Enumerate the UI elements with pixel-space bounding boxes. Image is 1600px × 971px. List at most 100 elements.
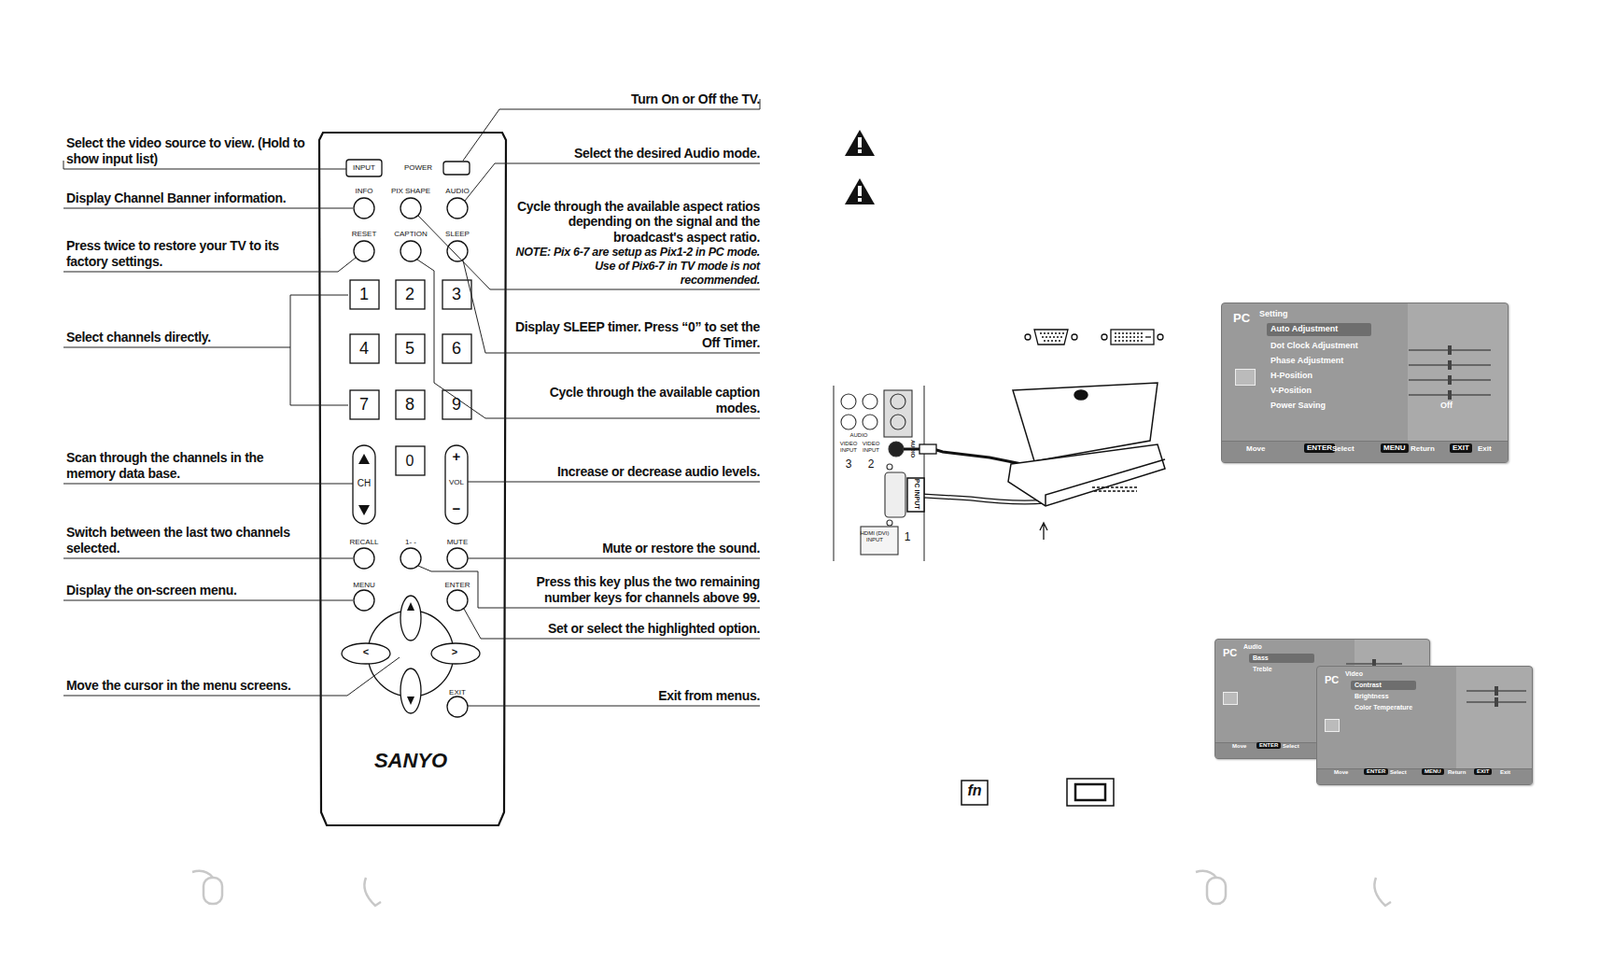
callout-text: Increase or decrease audio levels. [512,463,760,480]
menu-key: ENTER [1304,443,1335,453]
button-label: MUTE [440,537,475,548]
callout-text: Display the on-screen menu. [66,582,311,599]
callout-text: Exit from menus. [512,687,760,704]
callout-text: Press this key plus the two remaining nu… [509,574,760,606]
button-label: VOL [446,477,467,488]
port-label: 2 [864,457,878,471]
menu-text: Treble [1252,665,1273,674]
button-label: SLEEP [440,229,475,239]
menu-text: Off [1440,400,1453,411]
fn-key [961,780,988,805]
button-label: POWER [399,163,437,173]
menu-text: Select [1282,743,1300,750]
menu-slider [1466,689,1527,692]
menu-text: Power Saving [1270,400,1326,411]
slider-knob [1447,375,1452,385]
slider-knob [1494,697,1499,707]
menu-side-panel [1456,666,1532,770]
menu-text: Audio [1243,643,1263,651]
button-label: INFO [350,186,379,197]
tv-panel [833,385,925,562]
menu-slider [1408,349,1491,351]
menu-text: Auto Adjustment [1270,323,1338,335]
menu-slider [1408,364,1491,366]
callout-text: Mute or restore the sound. [512,540,760,557]
port-label: VIDEO INPUT [837,440,860,454]
menu-text: Select [1332,444,1355,454]
port-label: 1 [901,530,913,544]
menu-text: PC [1222,646,1237,660]
callout-text: Display SLEEP timer. Press “0” to set th… [512,319,760,351]
port-label: AUDIO [843,432,874,439]
button-label: MENU [347,580,381,590]
menu-text: Contrast [1354,681,1382,689]
callout-text: Switch between the last two channels sel… [66,524,311,557]
menu-text: PC [1324,673,1339,687]
menu-text: Video [1345,670,1363,678]
slider-knob [1447,345,1452,355]
button-label: − [446,500,467,518]
button-label: 0 [398,451,422,470]
callout-text: Select the desired Audio mode. [512,145,760,162]
callout-text: Turn On or Off the TV. [512,91,760,108]
power-button [443,161,470,175]
button-label: 8 [398,394,422,416]
button-label: EXIT [443,687,472,698]
key-label: fn [962,781,987,800]
callout-text: NOTE: Pix 6-7 are setup as Pix1-2 in PC … [512,245,760,288]
button-label: ENTER [438,580,477,590]
slider-knob [1447,390,1452,400]
menu-text: Exit [1500,769,1511,776]
menu-key: EXIT [1473,768,1492,775]
menu-slider [1466,701,1527,703]
menu-text: Return [1447,769,1466,776]
menu-key: ENTER [1363,768,1389,775]
menu-text: Bass [1252,654,1269,662]
footer-icons [192,870,1391,906]
button-label: + [446,448,467,465]
menu-side-panel [1407,303,1508,442]
menu-text: Select [1389,769,1407,776]
button-label: 7 [352,394,376,416]
callout-text: Select channels directly. [66,329,311,346]
callout-text: Cycle through the available aspect ratio… [512,198,760,246]
menu-text: Exit [1477,444,1492,454]
menu-slider [1408,393,1491,396]
menu-key: ENTER [1256,742,1281,749]
menu-slider [1408,378,1491,381]
input-button [346,159,382,177]
menu-text: Phase Adjustment [1270,355,1344,366]
callout-text: Display Channel Banner information. [66,190,311,207]
port-label: PC INPUT [912,475,921,513]
menu-text: Brightness [1354,692,1390,701]
callout-text: Set or select the highlighted option. [512,620,760,637]
ch-rocker [352,445,376,524]
button-label: 9 [445,394,468,416]
menu-key: EXIT [1449,443,1473,453]
callout-text: Select the video source to view. (Hold t… [66,135,311,168]
warning-icons [844,129,875,205]
port-label: HDMI (DVI) INPUT [857,530,892,544]
menu-text: Return [1410,444,1435,454]
menu-screen: PCSettingAuto AdjustmentDot Clock Adjust… [1221,302,1509,464]
menu-text: Dot Clock Adjustment [1270,340,1359,351]
menu-screen: PCVideoContrastBrightnessColor Temperatu… [1316,665,1533,786]
button-label: RESET [347,229,381,239]
button-label: CAPTION [388,229,434,239]
button-label: 3 [445,284,468,306]
menu-key: MENU [1380,443,1409,453]
callout-text: Cycle through the available caption mode… [545,384,760,417]
slider-knob [1494,686,1499,696]
callout-text: Press twice to restore your TV to its fa… [66,238,311,270]
button-label: CH [353,477,375,490]
leader-lines [63,98,760,706]
menu-text: V-Position [1270,385,1312,396]
port-label: AUDIO [908,435,915,464]
menu-text: Move [1246,444,1265,454]
display-key [1066,778,1114,806]
remote-body [319,132,506,826]
button-label: PIX SHAPE [387,186,435,197]
button-label: AUDIO [440,186,475,197]
button-label: 1 [352,284,376,306]
